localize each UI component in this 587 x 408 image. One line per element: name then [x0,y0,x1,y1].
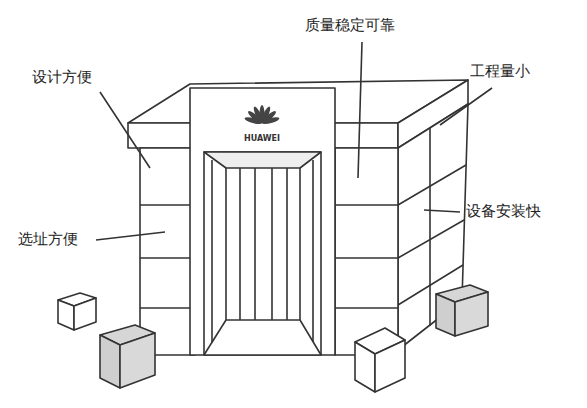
callout-label: 设备安装快 [466,202,541,220]
callout-label: 选址方便 [18,230,78,248]
callout-label: 设计方便 [32,68,92,86]
callout-label: 质量稳定可靠 [305,16,395,34]
callout-label: 工程量小 [470,62,530,80]
logo-text: HUAWEI [244,134,280,144]
